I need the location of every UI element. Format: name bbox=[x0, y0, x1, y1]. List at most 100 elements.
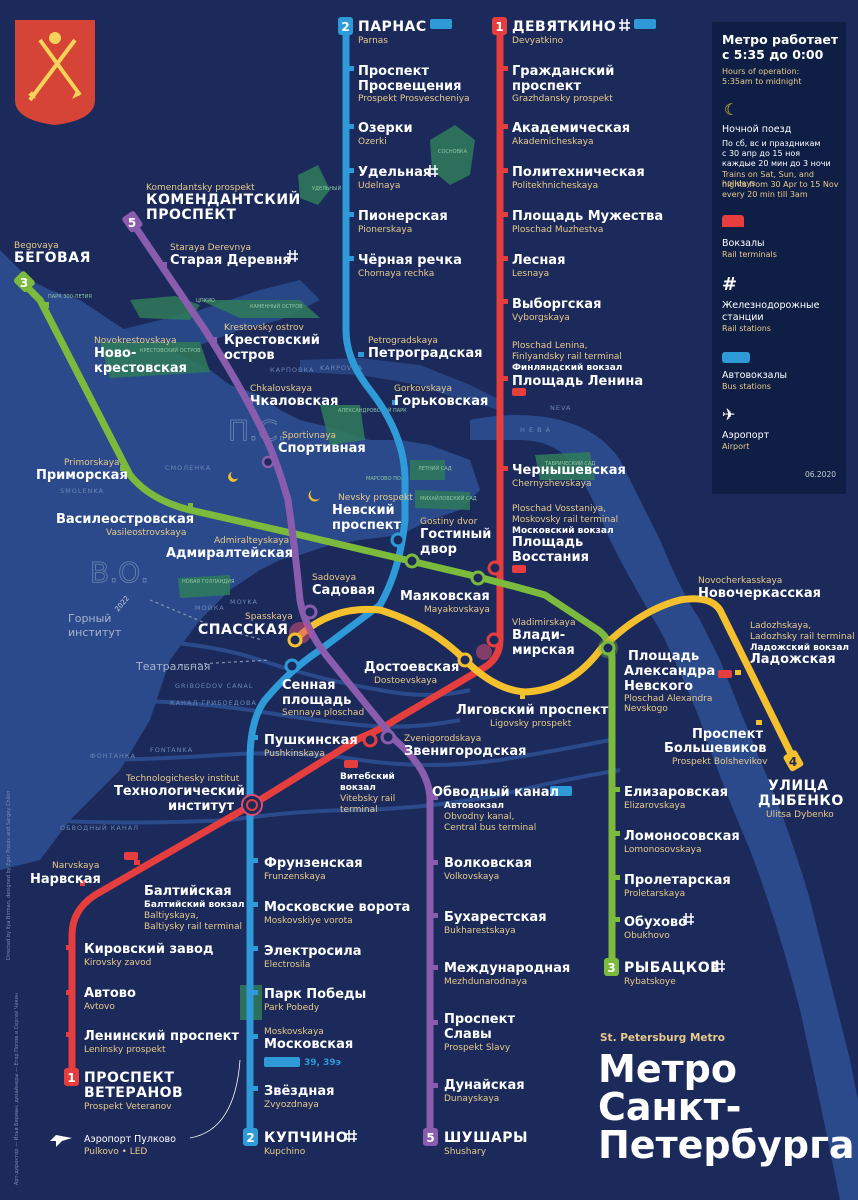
station-komendantsky-1: КОМЕНДАНТСКИЙ bbox=[146, 191, 301, 208]
station-movorota-en: Moskovskiye vorota bbox=[264, 916, 353, 926]
station-dybenko-1: УЛИЦА bbox=[768, 778, 828, 794]
station-veteranov-2: ВЕТЕРАНОВ bbox=[84, 1085, 183, 1101]
station-vladimirskaya-en: Vladimirskaya bbox=[512, 618, 575, 628]
vo-label: В.О. bbox=[90, 556, 149, 589]
svg-text:ТАВРИЧЕСКИЙ САД: ТАВРИЧЕСКИЙ САД bbox=[544, 460, 595, 467]
station-ligovsky-en: Ligovsky prospekt bbox=[490, 719, 572, 729]
neva-label: Н Е В А bbox=[520, 426, 551, 434]
station-volkovskaya: Волковская bbox=[444, 856, 532, 871]
station-vosstaniya-2: Восстания bbox=[512, 550, 589, 565]
station-sadovaya: Садовая bbox=[312, 583, 375, 598]
station-muzhestva: Площадь Мужества bbox=[512, 209, 663, 224]
station-obukhovo: Обухово bbox=[624, 915, 687, 930]
station-zvyozdnaya: Звёздная bbox=[264, 1084, 334, 1099]
bus-icon bbox=[550, 786, 572, 796]
station-vyborgskaya: Выборгская bbox=[512, 297, 601, 312]
station-begovaya: БЕГОВАЯ bbox=[14, 250, 91, 266]
bus-icons bbox=[264, 19, 656, 1067]
griboedov-label: КАНАЛ ГРИБОЕДОВА bbox=[170, 699, 257, 707]
airplane-icon bbox=[50, 1135, 72, 1147]
station-nevsky-1: Невский bbox=[332, 503, 395, 518]
station-baltiyskaya-en-2: Baltiysky rail terminal bbox=[144, 922, 242, 932]
station-elizarovskaya-en: Elizarovskaya bbox=[624, 801, 685, 811]
station-staraya-en: Staraya Derevnya bbox=[170, 243, 251, 253]
info-panel: Метро работает с 5:35 до 0:00 Hours of o… bbox=[712, 22, 846, 494]
fontanka-label-en: FONTANKA bbox=[150, 746, 193, 754]
station-mezhdunarodnaya: Международная bbox=[444, 961, 570, 976]
line-4-badge bbox=[783, 750, 804, 772]
station-vasileo-en: Vasileostrovskaya bbox=[106, 528, 186, 538]
station-bukharestskaya: Бухарестская bbox=[444, 910, 547, 925]
line-5-badge-bottom bbox=[423, 1128, 438, 1146]
station-veteranov-en: Prospekt Veteranov bbox=[84, 1102, 172, 1112]
station-aleksnevsky-en-2: Nevskogo bbox=[624, 704, 668, 714]
station-lenina-sub: Финляндский вокзал bbox=[512, 363, 622, 373]
line-3-badge-top-label: 3 bbox=[20, 276, 28, 290]
station-vyborgskaya-en: Vyborgskaya bbox=[512, 313, 570, 323]
credits-en: Directed by Ilya Birman, designed by Ego… bbox=[6, 790, 12, 960]
station-dostoevskaya-en: Dostoevskaya bbox=[374, 676, 437, 686]
rail-station-icon bbox=[346, 1130, 357, 1142]
line-3-station-ticks bbox=[44, 302, 620, 922]
station-krestovsky-2: остров bbox=[224, 348, 275, 363]
station-obvodny-en-2: Central bus terminal bbox=[444, 823, 536, 833]
page-title-line-3: Петербурга bbox=[598, 1123, 855, 1167]
station-chkalovskaya-en: Chkalovskaya bbox=[250, 384, 312, 394]
station-sportivnaya-en: Sportivnaya bbox=[282, 431, 336, 441]
station-slavy-en: Prospekt Slavy bbox=[444, 1043, 511, 1053]
night-title: Ночной поезд bbox=[722, 124, 792, 135]
station-ligovsky: Лиговский проспект bbox=[456, 703, 609, 718]
station-sennaya-en: Sennaya ploschad bbox=[282, 708, 364, 718]
station-avtovo-en: Avtovo bbox=[84, 1002, 115, 1012]
line-2-badge-top bbox=[338, 17, 353, 35]
station-obukhovo-en: Obukhovo bbox=[624, 931, 670, 941]
train-icon bbox=[512, 388, 526, 396]
station-tekhinst-2: институт bbox=[168, 799, 234, 814]
station-obvodny-en-1: Obvodny kanal, bbox=[444, 812, 514, 822]
station-komendantsky-en: Komendantsky prospekt bbox=[146, 183, 255, 193]
station-bolshevikov-en: Prospekt Bolshevikov bbox=[672, 757, 768, 767]
bus-icon bbox=[634, 19, 656, 29]
station-moskovskaya: Московская bbox=[264, 1037, 353, 1052]
station-obvodny-sub: Автовокзал bbox=[444, 801, 504, 811]
rail-terminal-icons bbox=[124, 388, 732, 860]
station-novokrest-1: Ново- bbox=[94, 346, 136, 361]
station-movorota: Московские ворота bbox=[264, 900, 410, 915]
station-mezhdunarodnaya-en: Mezhdunarodnaya bbox=[444, 977, 527, 987]
station-aleksnevsky-1: Площадь bbox=[628, 649, 699, 664]
station-novokrest-2: крестовская bbox=[94, 361, 187, 376]
night-desc-ru-1: По сб, вс и праздникам bbox=[722, 139, 821, 148]
moskovskaya-bus-routes: 39, 39э bbox=[304, 1058, 341, 1068]
station-slavy-2: Славы bbox=[444, 1027, 492, 1042]
bus-legend-en: Bus stations bbox=[722, 382, 771, 391]
station-devyatkino-en: Devyatkino bbox=[512, 36, 564, 46]
station-udelnaya-en: Udelnaya bbox=[358, 181, 400, 191]
station-politekh-en: Politekhnicheskaya bbox=[512, 181, 598, 191]
station-vosstaniya-1: Площадь bbox=[512, 535, 583, 550]
page-title-line-1: Метро bbox=[598, 1047, 737, 1091]
station-lesnaya: Лесная bbox=[512, 253, 565, 268]
line-4-yellow bbox=[291, 595, 799, 766]
station-bolshevikov-1: Проспект bbox=[692, 727, 763, 742]
station-primorskaya: Приморская bbox=[36, 468, 128, 483]
title-subtitle: St. Petersburg Metro bbox=[600, 1032, 725, 1044]
gorny-institut-label-2: институт bbox=[68, 626, 122, 639]
bus-icon bbox=[430, 19, 452, 29]
obvodny-canal-label: ОБВОДНЫЙ КАНАЛ bbox=[60, 823, 139, 832]
station-shushary-en: Shushary bbox=[444, 1147, 487, 1157]
station-pushkinskaya: Пушкинская bbox=[264, 733, 358, 748]
station-dybenko-en: Ulitsa Dybenko bbox=[766, 810, 834, 820]
svg-text:ПАРК 300-ЛЕТИЯ: ПАРК 300-ЛЕТИЯ bbox=[48, 294, 92, 300]
airplane-legend-icon: ✈ bbox=[722, 405, 736, 424]
station-gorkovskaya: Горьковская bbox=[394, 394, 488, 409]
station-vosstaniya-en-2: Moskovsky rail terminal bbox=[512, 515, 618, 525]
pulkovo-label-en: Pulkovo • LED bbox=[84, 1147, 147, 1157]
vitebsky-en-2: terminal bbox=[340, 805, 378, 815]
hours-title-2: с 5:35 до 0:00 bbox=[722, 47, 824, 62]
station-pushkinskaya-en: Pushkinskaya bbox=[264, 749, 325, 759]
station-frunzenskaya: Фрунзенская bbox=[264, 856, 363, 871]
rail-station-icon bbox=[619, 19, 630, 31]
station-gorkovskaya-en: Gorkovskaya bbox=[394, 384, 452, 394]
station-kirovsky: Кировский завод bbox=[84, 942, 213, 957]
station-chkalovskaya: Чкаловская bbox=[250, 394, 338, 409]
